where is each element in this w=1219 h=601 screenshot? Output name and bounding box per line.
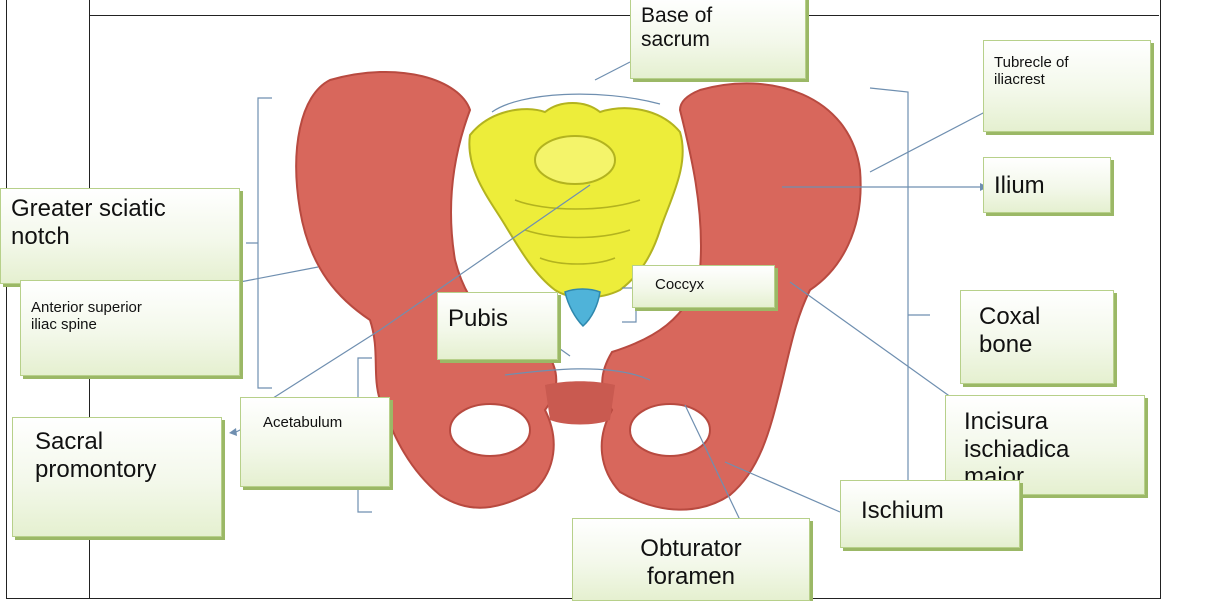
label-acetabulum: Acetabulum [240, 397, 390, 487]
label-pubis: Pubis [437, 292, 558, 360]
left-obturator-hole [450, 404, 530, 456]
label-greater-sciatic-notch: Greater sciatic notch [0, 188, 240, 284]
label-ischium: Ischium [840, 480, 1020, 548]
label-coxal-bone: Coxal bone [960, 290, 1114, 384]
label-coccyx: Coccyx [632, 265, 775, 308]
label-sacral-promontory: Sacral promontory [12, 417, 222, 537]
acetabulum-arrowhead [229, 428, 237, 436]
coccyx [565, 289, 600, 326]
right-obturator-hole [630, 404, 710, 456]
label-base-of-sacrum: Base of sacrum [630, 0, 806, 79]
sacral-body [535, 136, 615, 184]
pubic-symphysis [545, 381, 615, 424]
label-anterior-superior-iliac-spine: Anterior superior iliac spine [20, 280, 240, 376]
left-bracket [246, 98, 272, 388]
label-tubercle-of-iliac-crest: Tubrecle of iliacrest [983, 40, 1151, 132]
label-obturator-foramen: Obturator foramen [572, 518, 810, 601]
right-bracket [870, 88, 930, 505]
label-ilium: Ilium [983, 157, 1111, 213]
